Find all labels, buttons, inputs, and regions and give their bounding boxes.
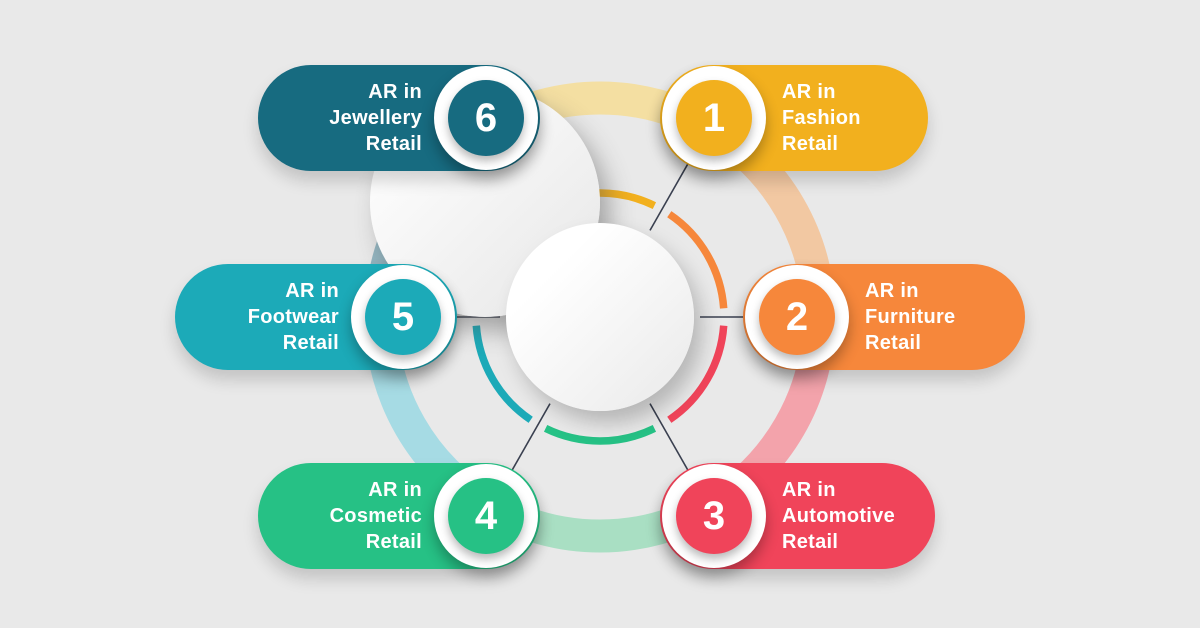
- pill-furniture-label: AR in Furniture Retail: [865, 280, 956, 354]
- pill-jewellery: AR in Jewellery Retail 6: [258, 65, 540, 171]
- number-3: 3: [702, 494, 726, 538]
- number-badge-2: 2: [745, 265, 849, 369]
- pill-cosmetic-label: AR in Cosmetic Retail: [329, 479, 422, 553]
- number-5: 5: [391, 295, 415, 339]
- number-1: 1: [702, 96, 726, 140]
- number-4: 4: [474, 494, 498, 538]
- number-6: 6: [474, 96, 498, 140]
- number-badge-3: 3: [662, 464, 766, 568]
- number-badge-5: 5: [351, 265, 455, 369]
- pill-cosmetic: AR in Cosmetic Retail 4: [258, 463, 540, 569]
- pill-fashion: 1 AR in Fashion Retail: [660, 65, 928, 171]
- pill-fashion-label: AR in Fashion Retail: [782, 81, 861, 155]
- pill-furniture: 2 AR in Furniture Retail: [743, 264, 1025, 370]
- inner-arc-upper-right: [667, 211, 728, 309]
- pill-footwear: AR in Footwear Retail 5: [175, 264, 457, 370]
- center-circle: [506, 223, 694, 411]
- number-badge-6: 6: [434, 66, 538, 170]
- inner-arc-lower-left: [472, 325, 533, 423]
- pill-footwear-label: AR in Footwear Retail: [247, 280, 339, 354]
- number-badge-4: 4: [434, 464, 538, 568]
- number-2: 2: [785, 295, 809, 339]
- inner-arc-bottom: [543, 425, 657, 445]
- inner-arc-lower-right: [667, 325, 728, 423]
- pill-automotive: 3 AR in Automotive Retail: [660, 463, 935, 569]
- pill-jewellery-label: AR in Jewellery Retail: [329, 81, 422, 155]
- pill-automotive-label: AR in Automotive Retail: [782, 479, 895, 553]
- number-badge-1: 1: [662, 66, 766, 170]
